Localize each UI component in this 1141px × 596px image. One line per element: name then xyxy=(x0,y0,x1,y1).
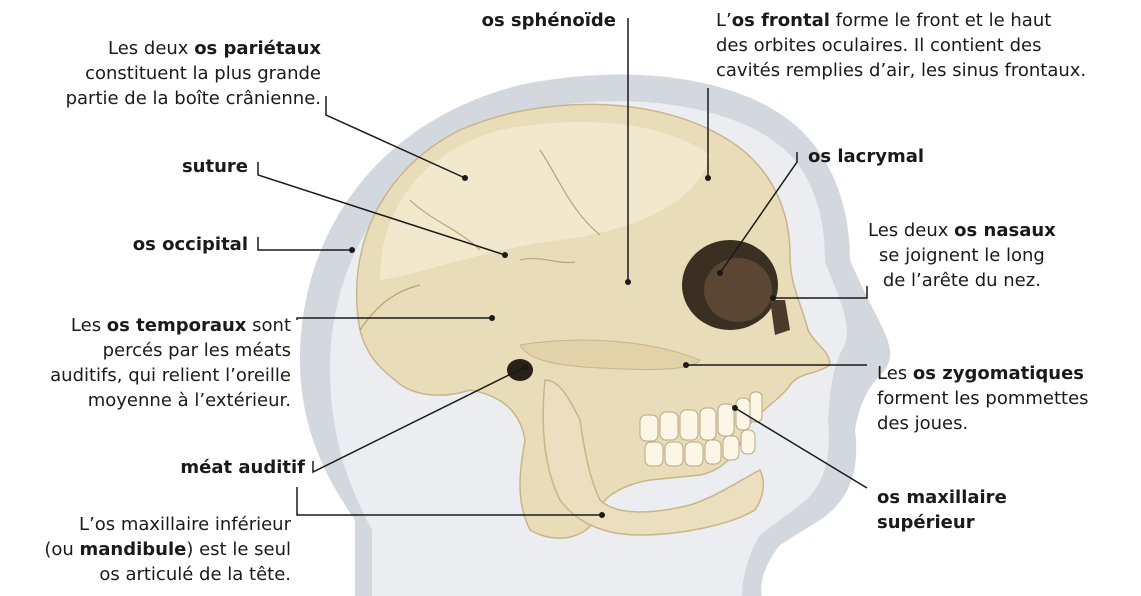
label-lacrymal: os lacrymal xyxy=(808,144,924,169)
label-parietal: Les deux os pariétaux constituent la plu… xyxy=(66,36,321,111)
label-mandibule: L’os maxillaire inférieur (ou mandibule)… xyxy=(44,512,291,587)
label-frontal: L’os frontal forme le front et le haut d… xyxy=(716,8,1086,83)
label-suture: suture xyxy=(182,154,248,179)
label-sphenoide: os sphénoïde xyxy=(482,8,616,33)
label-temporaux: Les os temporaux sont percés par les méa… xyxy=(50,313,291,413)
label-occipital: os occipital xyxy=(133,232,248,257)
label-maxillaire: os maxillaire supérieur xyxy=(877,485,1007,535)
label-zygomatiques: Les os zygomatiques forment les pommette… xyxy=(877,361,1089,436)
label-meat: méat auditif xyxy=(180,455,305,480)
label-nasaux: Les deux os nasaux se joignent le long d… xyxy=(868,218,1056,293)
